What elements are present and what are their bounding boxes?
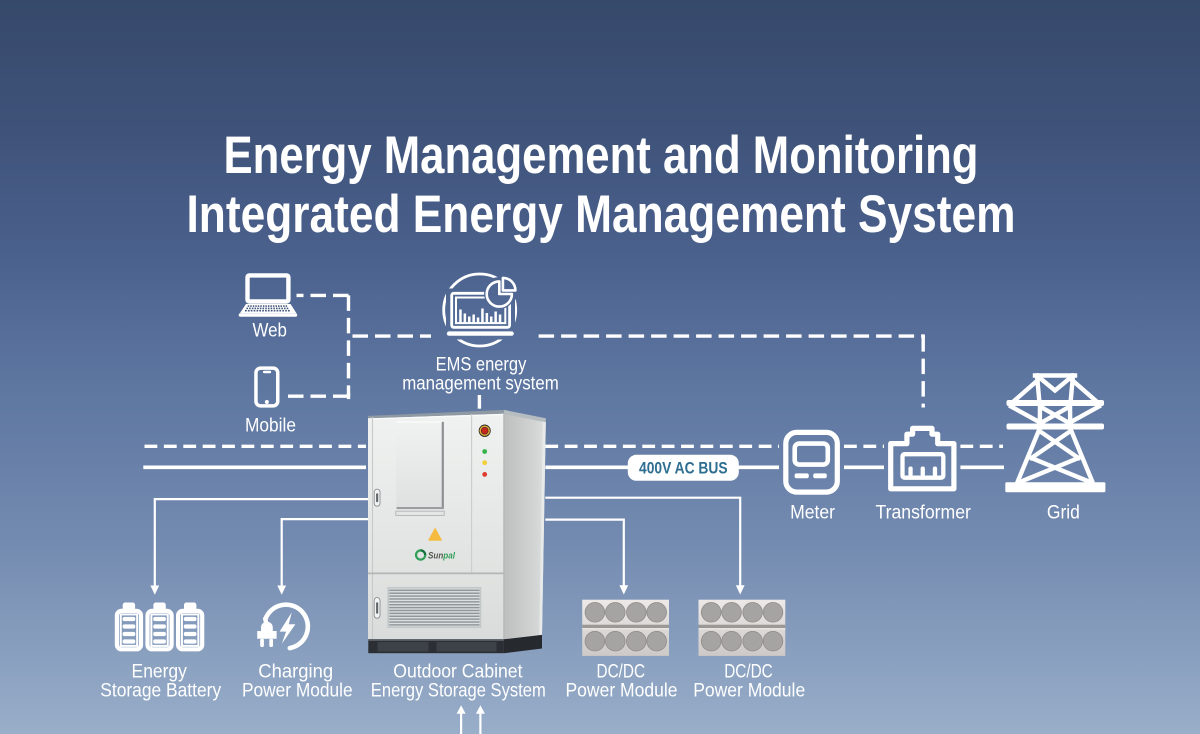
svg-text:Grid: Grid: [1047, 503, 1080, 524]
svg-text:400V AC BUS: 400V AC BUS: [639, 459, 728, 478]
svg-text:Storage Battery: Storage Battery: [100, 680, 221, 701]
svg-text:Power Module: Power Module: [566, 680, 678, 701]
svg-text:Sunpal: Sunpal: [428, 551, 455, 562]
svg-text:Web: Web: [253, 321, 287, 342]
svg-text:Transformer: Transformer: [876, 503, 972, 524]
svg-text:Meter: Meter: [790, 503, 835, 524]
svg-text:management system: management system: [402, 373, 559, 394]
svg-text:Outdoor Cabinet: Outdoor Cabinet: [393, 662, 523, 683]
svg-text:Energy Management and Monitori: Energy Management and Monitoring: [224, 126, 979, 185]
svg-text:Mobile: Mobile: [245, 416, 296, 437]
svg-text:DC/DC: DC/DC: [597, 662, 646, 683]
svg-text:Integrated Energy Management S: Integrated Energy Management System: [187, 185, 1016, 244]
svg-text:Energy Storage System: Energy Storage System: [371, 680, 546, 701]
svg-text:Power Module: Power Module: [242, 680, 353, 701]
svg-text:DC/DC: DC/DC: [724, 662, 773, 683]
svg-text:Energy: Energy: [132, 662, 188, 683]
svg-text:Power Module: Power Module: [693, 680, 805, 701]
svg-text:Charging: Charging: [258, 662, 333, 683]
svg-text:EMS energy: EMS energy: [436, 355, 527, 376]
